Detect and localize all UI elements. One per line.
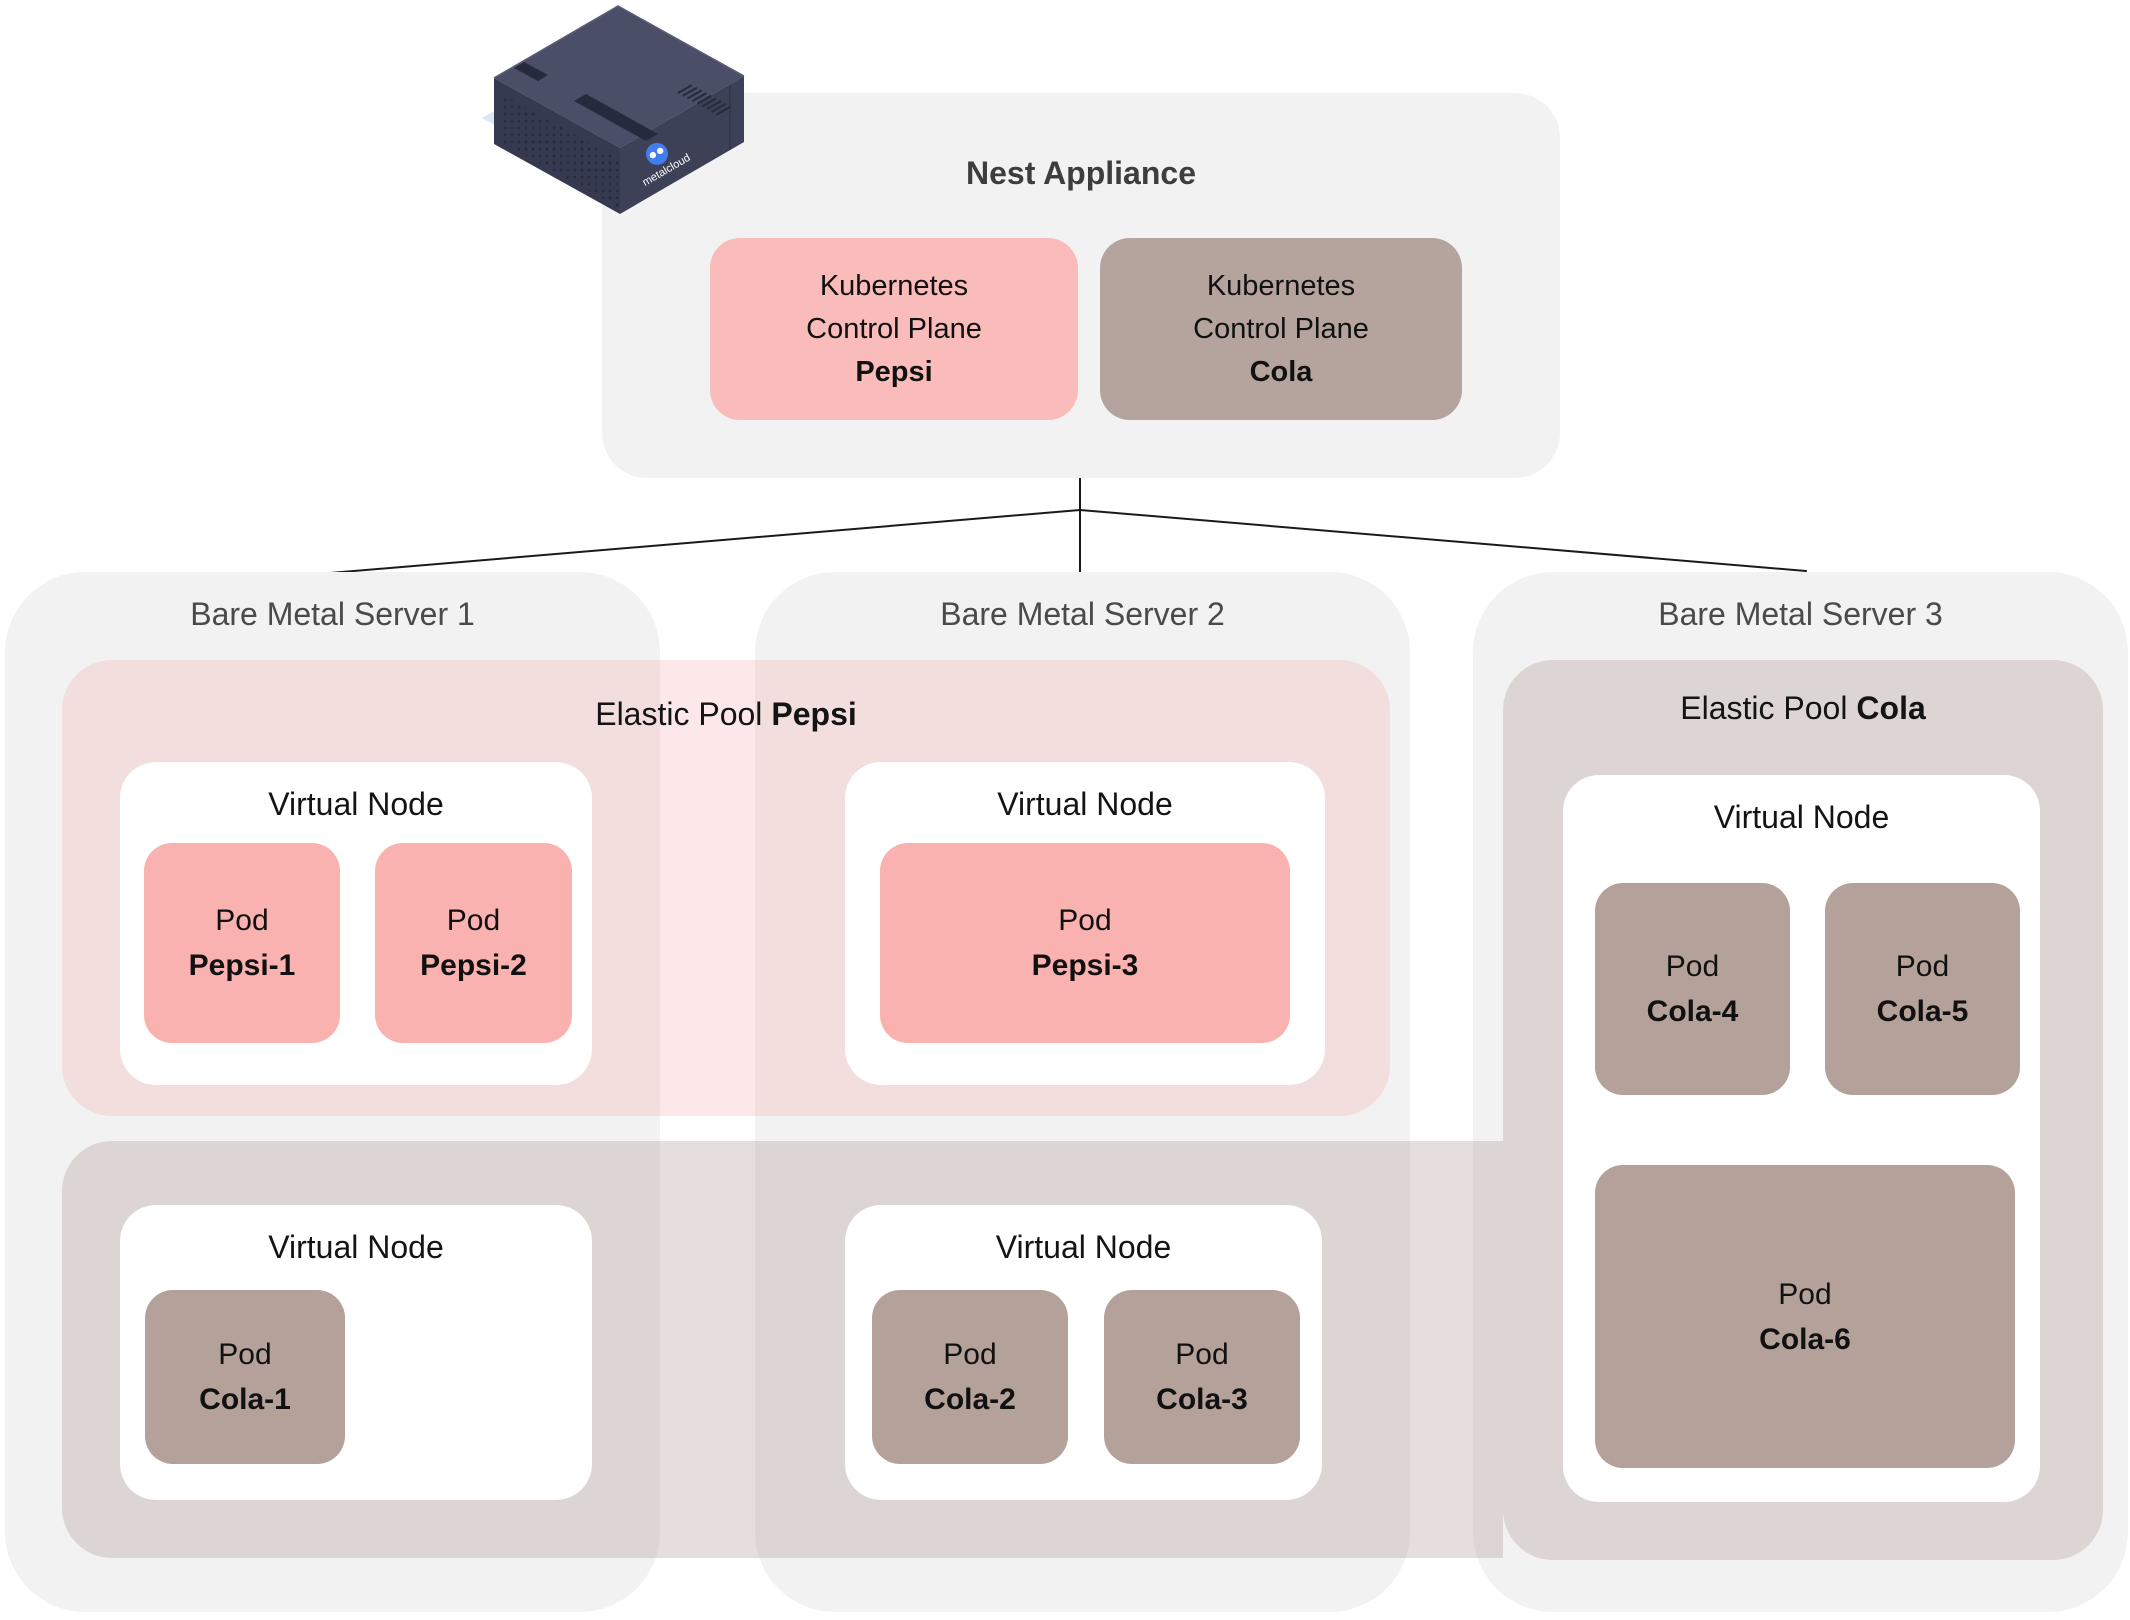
pod-pepsi-3: Pod Pepsi-3	[880, 843, 1290, 1043]
appliance-illustration: metalcloud	[482, 5, 745, 214]
virtual-node-label: Virtual Node	[997, 786, 1173, 822]
control-plane-cola: Kubernetes Control Plane Cola	[1100, 238, 1462, 420]
pod-pepsi-2: Pod Pepsi-2	[375, 843, 572, 1043]
virtual-node-label: Virtual Node	[268, 786, 444, 822]
server-label: Bare Metal Server 1	[190, 596, 475, 632]
nest-appliance-title: Nest Appliance	[966, 155, 1196, 191]
server-label: Bare Metal Server 2	[940, 596, 1225, 632]
pod-cola-2: Pod Cola-2	[872, 1290, 1068, 1464]
pod-cola-5: Pod Cola-5	[1825, 883, 2020, 1095]
elastic-pool-cola-label: Elastic Pool Cola	[1680, 690, 1926, 726]
pod-cola-4: Pod Cola-4	[1595, 883, 1790, 1095]
control-plane-line2: Control Plane	[806, 312, 982, 345]
pod-cola-1: Pod Cola-1	[145, 1290, 345, 1464]
nest-appliance-container: Nest Appliance Kubernetes Control Plane …	[602, 93, 1560, 478]
virtual-node-cola-server1: Virtual Node Pod Cola-1	[120, 1205, 592, 1500]
virtual-node-label: Virtual Node	[268, 1229, 444, 1265]
control-plane-name: Pepsi	[855, 355, 933, 388]
control-plane-name: Cola	[1249, 355, 1313, 388]
server-label: Bare Metal Server 3	[1658, 596, 1943, 632]
virtual-node-pepsi-server1: Virtual Node Pod Pepsi-1 Pod Pepsi-2	[120, 762, 592, 1085]
control-plane-pepsi: Kubernetes Control Plane Pepsi	[710, 238, 1078, 420]
virtual-node-label: Virtual Node	[1713, 799, 1890, 835]
virtual-node-cola-server3: Virtual Node Pod Cola-4 Pod Cola-5 Pod C…	[1563, 775, 2040, 1502]
pod-pepsi-1: Pod Pepsi-1	[144, 843, 340, 1043]
vent-slits-icon	[677, 84, 731, 116]
virtual-node-label: Virtual Node	[995, 1229, 1172, 1265]
pod-cola-3: Pod Cola-3	[1104, 1290, 1300, 1464]
virtual-node-pepsi-server2: Virtual Node Pod Pepsi-3	[845, 762, 1325, 1085]
pod-cola-6: Pod Cola-6	[1595, 1165, 2015, 1468]
control-plane-line1: Kubernetes	[1206, 269, 1356, 302]
elastic-pool-pepsi-label: Elastic Pool Pepsi	[595, 696, 857, 732]
control-plane-line2: Control Plane	[1193, 312, 1369, 345]
control-plane-line1: Kubernetes	[819, 269, 969, 302]
virtual-node-cola-server2: Virtual Node Pod Cola-2 Pod Cola-3	[845, 1205, 1322, 1500]
